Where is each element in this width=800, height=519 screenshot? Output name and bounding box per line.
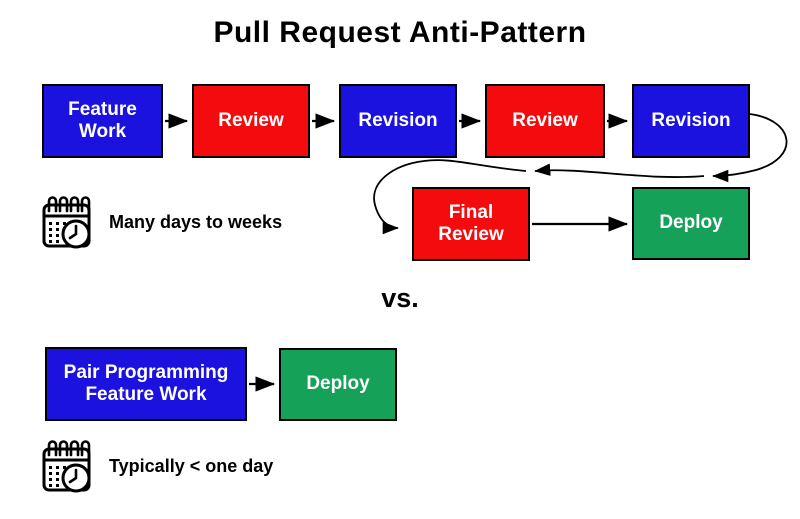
flow-box-feature-work: Feature Work bbox=[42, 84, 163, 158]
duration-label: Typically < one day bbox=[109, 455, 274, 476]
flow-box-revision-1: Revision bbox=[339, 84, 457, 158]
flow-box-pair-programming: Pair Programming Feature Work bbox=[45, 347, 247, 421]
versus-label: vs. bbox=[381, 283, 419, 313]
flow-box-revision-2: Revision bbox=[632, 84, 750, 158]
duration-pair-flow: Typically < one day bbox=[40, 436, 273, 496]
duration-anti-pattern: Many days to weeks bbox=[40, 192, 282, 252]
calendar-clock-icon bbox=[40, 192, 100, 252]
arrow-loop-mid bbox=[534, 163, 705, 178]
flow-box-deploy-top: Deploy bbox=[632, 187, 750, 260]
flow-box-deploy-bottom: Deploy bbox=[279, 348, 397, 421]
flow-box-final-review: Final Review bbox=[412, 187, 530, 261]
page-title: Pull Request Anti-Pattern bbox=[213, 16, 587, 49]
calendar-clock-icon bbox=[40, 436, 100, 496]
flow-box-review-1: Review bbox=[192, 84, 310, 158]
duration-label: Many days to weeks bbox=[109, 211, 283, 232]
flow-box-review-2: Review bbox=[485, 84, 605, 158]
